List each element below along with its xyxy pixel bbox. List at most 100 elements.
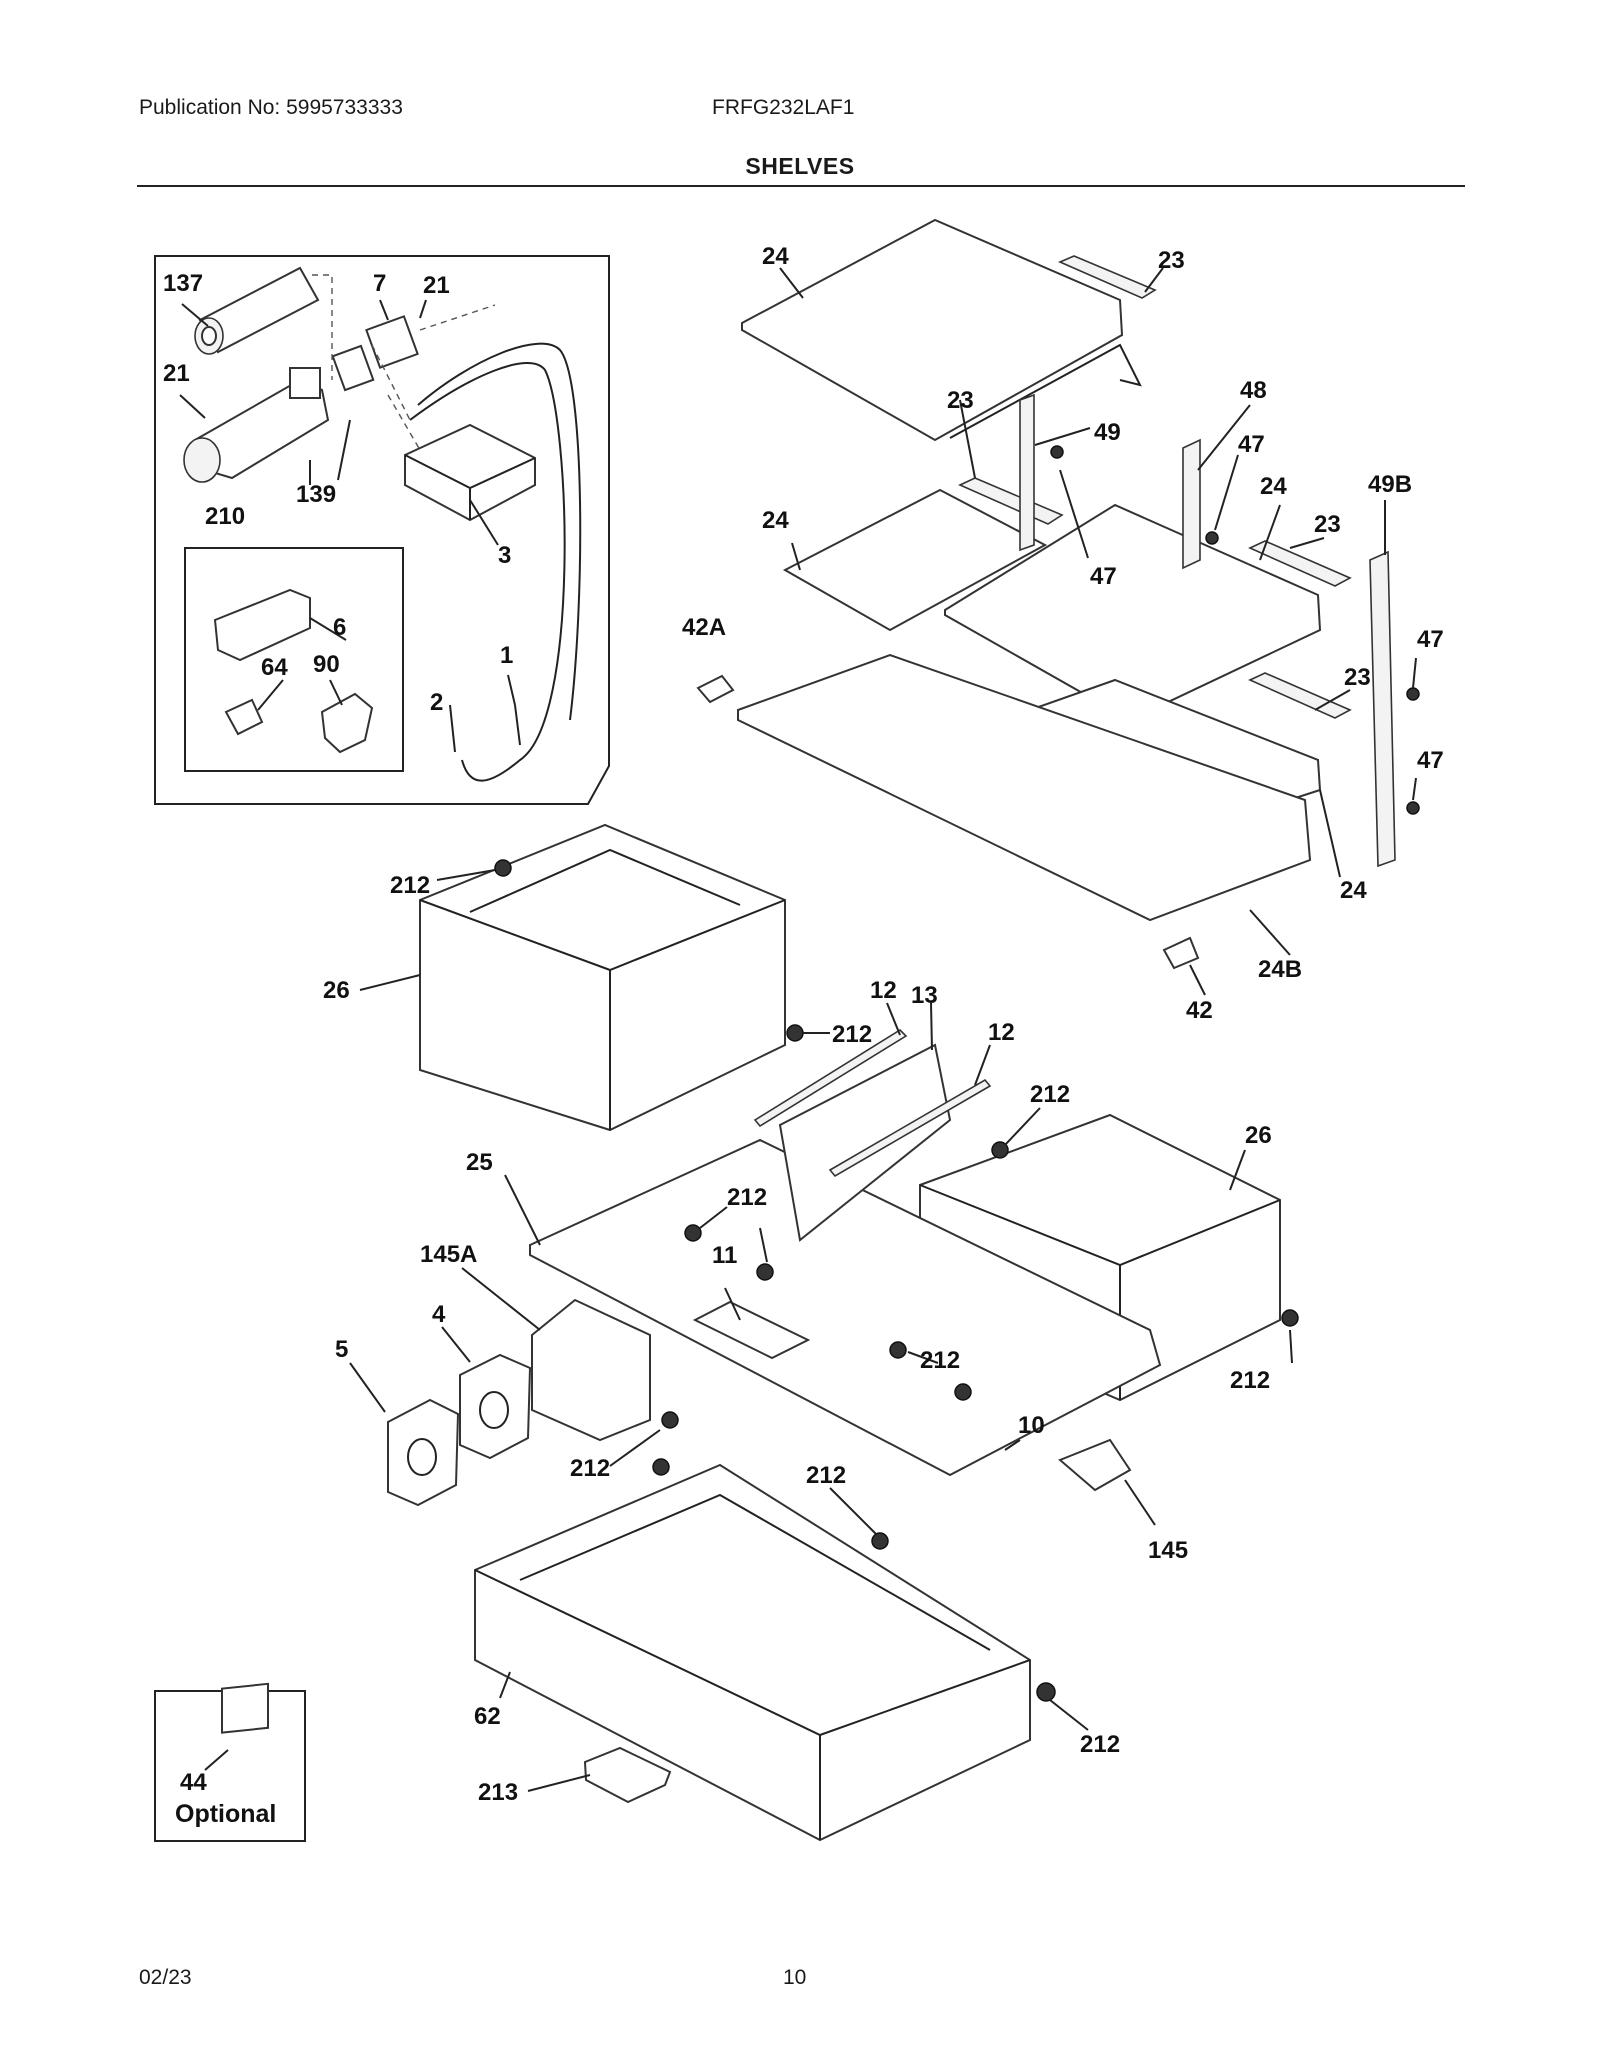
crisper-cover	[529, 1138, 1162, 1477]
section-title: SHELVES	[745, 153, 855, 179]
callout-212-b: 212	[832, 1021, 872, 1048]
callout-4: 4	[432, 1301, 446, 1328]
optional-inset: 44 Optional	[154, 1682, 306, 1842]
callout-48: 48	[1240, 377, 1267, 404]
crisper-drawer-left	[419, 823, 786, 1132]
grommet-212-c	[991, 1141, 1009, 1159]
rail-12-right	[828, 1078, 992, 1178]
pantry-drawer-assembly: 62 212 213	[474, 1463, 1120, 1842]
callout-42A: 42A	[682, 614, 726, 641]
callout-212-bottom: 212	[1080, 1731, 1120, 1758]
callout-47-right: 47	[1417, 626, 1444, 653]
callout-49: 49	[1094, 419, 1121, 446]
callout-25: 25	[466, 1149, 493, 1176]
callout-47-mid: 47	[1090, 563, 1117, 590]
screw-47-c	[1406, 687, 1420, 701]
water-tube-1	[417, 342, 582, 721]
callout-24-top: 24	[762, 243, 789, 270]
inset-subbox	[184, 547, 404, 772]
header-rule	[137, 185, 1465, 187]
callout-212-a: 212	[390, 872, 430, 899]
callout-44: 44	[180, 1769, 207, 1796]
grommet-212-i	[661, 1411, 679, 1429]
callout-24-mid: 24	[762, 507, 789, 534]
callout-11: 11	[712, 1242, 737, 1269]
callout-42: 42	[1186, 997, 1213, 1024]
callout-7: 7	[373, 270, 386, 297]
callout-137: 137	[163, 270, 203, 297]
callout-212-f: 212	[1230, 1367, 1270, 1394]
callout-47-bottom: 47	[1417, 747, 1444, 774]
callout-145A: 145A	[420, 1241, 477, 1268]
optional-label: Optional	[175, 1800, 276, 1828]
callout-6: 6	[333, 614, 346, 641]
callout-23-mid: 23	[947, 387, 974, 414]
filter-cartridge	[194, 266, 320, 355]
callout-23-top: 23	[1158, 247, 1185, 274]
shelf-rail-49	[1019, 393, 1035, 552]
callout-24B: 24B	[1258, 956, 1302, 983]
grommet-212-d	[684, 1224, 702, 1242]
shelf-bottom-24B	[737, 653, 1312, 922]
grommet-212-k	[871, 1532, 889, 1550]
callout-212-d: 212	[727, 1184, 767, 1211]
callout-213: 213	[478, 1779, 518, 1806]
grommet-212-j	[652, 1458, 670, 1476]
callout-210: 210	[205, 503, 245, 530]
footer-date: 02/23	[139, 1966, 192, 1989]
clip-part-64	[224, 698, 264, 736]
callout-23-lower: 23	[1344, 664, 1371, 691]
callout-212-c: 212	[1030, 1081, 1070, 1108]
callout-26-right: 26	[1245, 1122, 1272, 1149]
callout-21-top: 21	[423, 272, 450, 299]
fitting-part-90	[320, 692, 374, 754]
filter-bracket	[404, 423, 536, 522]
callout-10: 10	[1018, 1412, 1045, 1439]
callout-2: 2	[430, 689, 443, 716]
shelf-trim-23-right	[1248, 540, 1352, 587]
callout-24-right: 24	[1260, 473, 1287, 500]
grommet-212-f	[889, 1341, 907, 1359]
callout-26-left: 26	[323, 977, 350, 1004]
callout-21-left: 21	[163, 360, 190, 387]
shelf-rail-49B	[1369, 550, 1396, 868]
screw-47-d	[1406, 801, 1420, 815]
callout-212-g: 212	[570, 1455, 610, 1482]
callout-24-lower: 24	[1340, 877, 1367, 904]
screw-47-b	[1205, 531, 1219, 545]
callout-64: 64	[261, 654, 288, 681]
water-filter-inset: 137 7 21 21 210 139 3 6 64 90 2 1	[154, 255, 610, 805]
clip-part-6	[213, 588, 311, 662]
callout-12-right: 12	[988, 1019, 1015, 1046]
housing-145A	[531, 1298, 651, 1442]
publication-number: Publication No: 5995733333	[139, 96, 403, 119]
cover-part-4	[459, 1353, 532, 1460]
valve-part-139	[331, 344, 375, 392]
shelf-mid-right	[944, 503, 1322, 722]
callout-62: 62	[474, 1703, 501, 1730]
callout-3: 3	[498, 542, 511, 569]
drawer-clip-213	[583, 1746, 672, 1804]
callout-12-left: 12	[870, 977, 897, 1004]
shelf-assembly: 24 23 23 49 48 47 24 49B 23 24 47 42A 47…	[682, 218, 1444, 1024]
water-tube-2	[409, 362, 566, 782]
shelf-top	[741, 218, 1124, 442]
grommet-212-a	[494, 859, 512, 877]
bracket-42A	[696, 674, 735, 704]
bracket-42	[1162, 936, 1200, 970]
shelf-trim-23-lower	[1248, 672, 1352, 719]
pantry-drawer-62	[474, 1463, 1031, 1842]
grommet-212-h	[1281, 1309, 1299, 1327]
grommet-212-g	[954, 1383, 972, 1401]
shelf-trim-23-mid	[958, 477, 1064, 525]
cover-part-5	[387, 1398, 460, 1507]
grommet-212-bottom	[1036, 1682, 1056, 1702]
page-number: 10	[783, 1966, 807, 1989]
callout-13: 13	[911, 982, 938, 1009]
filter-housing	[183, 367, 330, 483]
callout-139: 139	[296, 481, 336, 508]
valve-part-7	[365, 315, 419, 369]
grommet-212-b	[786, 1024, 804, 1042]
vent-lid-11	[692, 1300, 811, 1360]
